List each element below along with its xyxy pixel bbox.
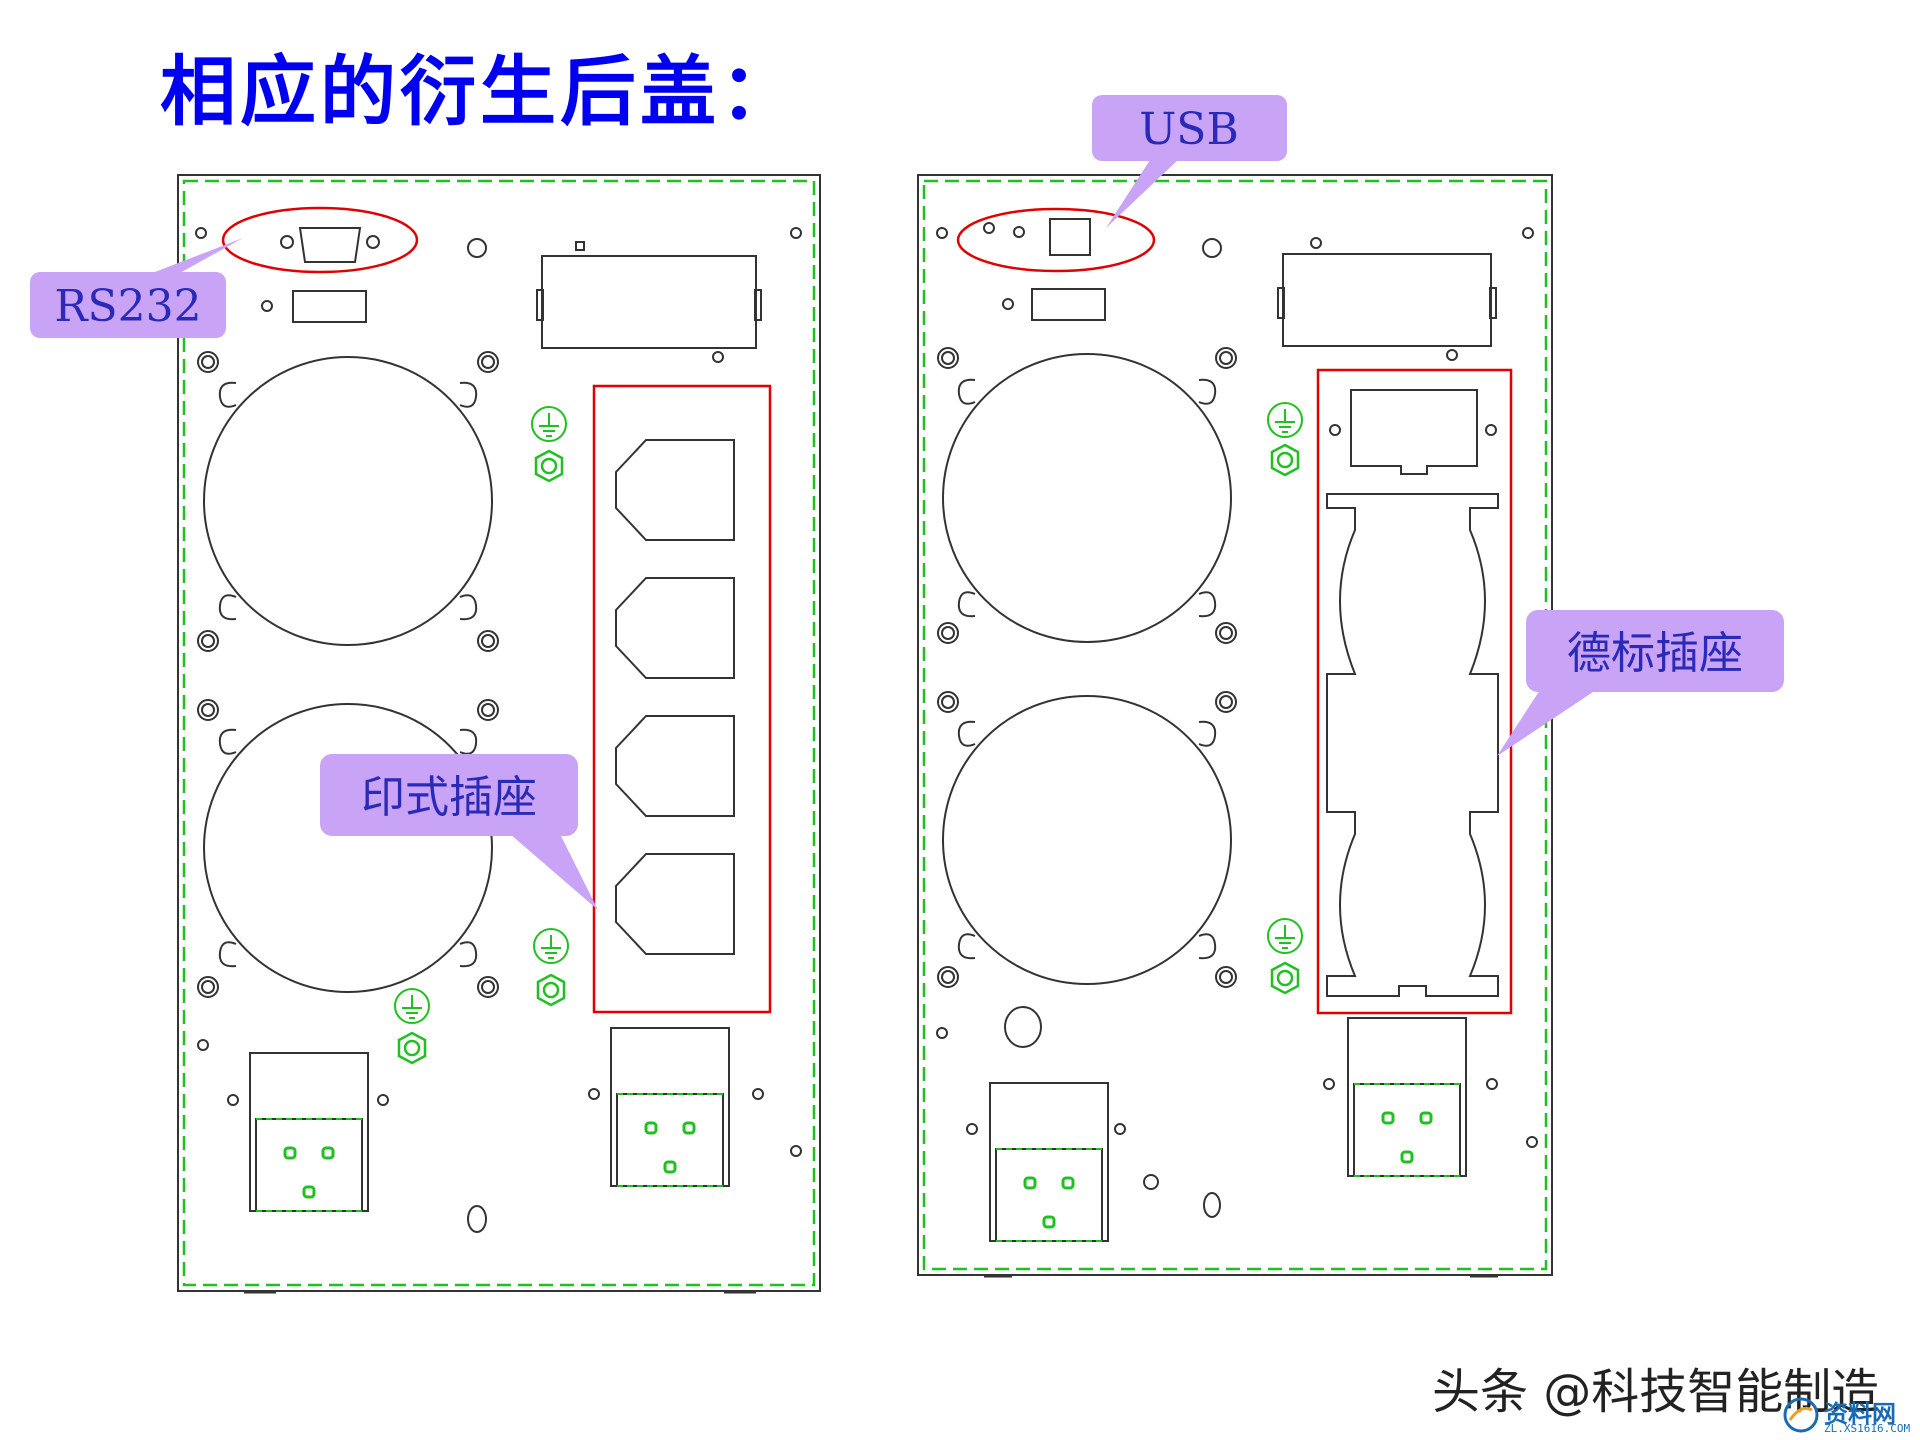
logo-text: 资料网 <box>1824 1400 1896 1428</box>
db9-connector <box>280 227 380 263</box>
card-slot <box>1277 237 1497 361</box>
callout-print-socket: 印式插座 <box>320 754 598 910</box>
print-socket <box>615 439 735 541</box>
usb-highlight <box>956 207 1156 273</box>
print-socket-label: 印式插座 <box>361 772 537 823</box>
watermark-logo: 资料网 ZL.XS1616.COM <box>1780 1392 1915 1438</box>
fan-lower-right <box>942 695 1232 985</box>
logo-icon <box>1783 1397 1819 1433</box>
power-inlet <box>988 1081 1110 1243</box>
left-panel <box>177 174 821 1294</box>
fan-upper-right <box>942 353 1232 643</box>
power-inlet <box>1346 1016 1468 1178</box>
print-socket-highlight <box>592 384 772 1014</box>
ground-icon <box>1267 918 1303 954</box>
print-socket <box>615 853 735 955</box>
callout-rs232: RS232 <box>30 238 243 338</box>
ground-icon <box>394 988 430 1024</box>
rs232-label: RS232 <box>54 281 201 332</box>
ground-icon <box>533 928 569 964</box>
print-socket <box>615 577 735 679</box>
callout-usb: USB <box>1092 95 1287 228</box>
german-socket-label: 德标插座 <box>1567 628 1743 679</box>
fan-upper-left <box>203 356 493 646</box>
power-inlet <box>609 1026 731 1188</box>
rs232-highlight <box>221 206 419 274</box>
usb-port <box>983 218 1091 256</box>
ground-icon <box>1267 402 1303 438</box>
fan-lower-left <box>203 703 493 993</box>
page-title: 相应的衍生后盖： <box>160 47 800 136</box>
logo-subtext: ZL.XS1616.COM <box>1824 1422 1911 1435</box>
german-socket-highlight <box>1316 368 1513 1015</box>
watermark-text: 头条 @科技智能制造 <box>1432 1364 1880 1420</box>
ground-icon <box>531 406 567 442</box>
power-inlet <box>248 1051 370 1213</box>
right-panel <box>917 174 1553 1278</box>
callout-german-socket: 德标插座 <box>1497 610 1784 756</box>
usb-label: USB <box>1139 104 1239 155</box>
german-socket <box>1326 389 1499 997</box>
print-socket <box>615 715 735 817</box>
card-slot <box>536 241 762 363</box>
